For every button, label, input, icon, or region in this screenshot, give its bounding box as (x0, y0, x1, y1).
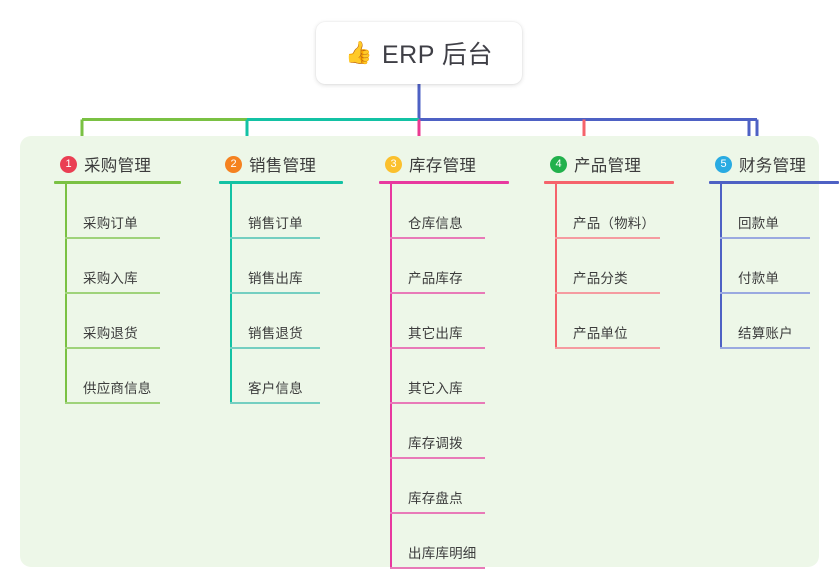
branch-item-label: 销售出库 (248, 271, 303, 286)
branch-header-3[interactable]: 3 库存管理 (367, 144, 509, 184)
branch-number-badge: 5 (715, 155, 732, 173)
branch-title: 财务管理 (739, 157, 807, 175)
branch-item-label: 回款单 (738, 216, 780, 231)
thumbs-up-icon: 👍 (345, 40, 373, 65)
branch-item[interactable]: 销售退货 (230, 294, 320, 349)
branch-item-underline (555, 347, 660, 349)
branch-spine (720, 184, 722, 349)
branch-item[interactable]: 产品库存 (390, 239, 485, 294)
branch-header-underline (544, 181, 674, 184)
branch-item-label: 产品库存 (408, 271, 463, 286)
branch-spine (390, 184, 392, 569)
branch-header-underline (219, 181, 343, 184)
branch-item-underline (555, 292, 660, 294)
branch-number-badge: 4 (550, 155, 567, 173)
branch-title: 销售管理 (249, 157, 317, 175)
branch-item-label: 采购退货 (83, 326, 138, 341)
branch-item[interactable]: 销售出库 (230, 239, 320, 294)
branch-item-label: 仓库信息 (408, 216, 463, 231)
branch-item-label: 供应商信息 (83, 381, 152, 396)
branch-title: 库存管理 (409, 157, 477, 175)
branch-item-underline (555, 237, 660, 239)
branch-item[interactable]: 结算账户 (720, 294, 810, 349)
branch-spine (555, 184, 557, 349)
branch-item-underline (65, 237, 160, 239)
branch-item[interactable]: 采购订单 (65, 184, 160, 239)
branch-item-underline (390, 347, 485, 349)
branch-header-underline (54, 181, 181, 184)
branch-item-underline (230, 292, 320, 294)
branch-item-underline (65, 402, 160, 404)
branch-item-label: 出库库明细 (408, 546, 477, 561)
branch-item[interactable]: 付款单 (720, 239, 810, 294)
branch-title: 产品管理 (574, 157, 642, 175)
branch-item-underline (390, 567, 485, 569)
branch-item-label: 库存盘点 (408, 491, 463, 506)
branch-item[interactable]: 库存盘点 (390, 459, 485, 514)
branch-item[interactable]: 回款单 (720, 184, 810, 239)
branch-item[interactable]: 库存调拨 (390, 404, 485, 459)
branch-item[interactable]: 采购入库 (65, 239, 160, 294)
branch-header-1[interactable]: 1 采购管理 (42, 144, 181, 184)
branch-item-label: 采购入库 (83, 271, 138, 286)
branch-item[interactable]: 销售订单 (230, 184, 320, 239)
branch-item-label: 销售退货 (248, 326, 303, 341)
branch-item-underline (720, 347, 810, 349)
branch-item-underline (65, 292, 160, 294)
branch-header-underline (379, 181, 509, 184)
branch-item[interactable]: 产品（物料） (555, 184, 660, 239)
branch-header-5[interactable]: 5 财务管理 (697, 144, 839, 184)
branch-item[interactable]: 产品分类 (555, 239, 660, 294)
branch-item-underline (390, 512, 485, 514)
root-title: 👍 ERP 后台 (345, 35, 493, 71)
branch-item[interactable]: 采购退货 (65, 294, 160, 349)
branch-item-label: 结算账户 (738, 326, 793, 341)
branch-item[interactable]: 供应商信息 (65, 349, 160, 404)
mindmap-panel: 1 采购管理采购订单采购入库采购退货供应商信息 2 销售管理销售订单销售出库销售退货客… (20, 136, 839, 569)
branch-item-label: 客户信息 (248, 381, 303, 396)
branch-title: 采购管理 (84, 157, 152, 175)
root-node-card[interactable]: 👍 ERP 后台 (316, 22, 522, 84)
branch-item-underline (390, 292, 485, 294)
branch-number-badge: 1 (60, 155, 77, 173)
branch-item-underline (65, 347, 160, 349)
branch-item-label: 产品分类 (573, 271, 628, 286)
branch-item-underline (230, 402, 320, 404)
branch-item-underline (230, 237, 320, 239)
branch-item-underline (230, 347, 320, 349)
branch-item[interactable]: 其它入库 (390, 349, 485, 404)
branch-header-underline (709, 181, 839, 184)
root-title-text: ERP 后台 (382, 41, 493, 69)
branch-item[interactable]: 仓库信息 (390, 184, 485, 239)
branch-item[interactable]: 客户信息 (230, 349, 320, 404)
branch-item-label: 销售订单 (248, 216, 303, 231)
branch-item[interactable]: 出库库明细 (390, 514, 485, 569)
branch-number-badge: 2 (225, 155, 242, 173)
branch-header-4[interactable]: 4 产品管理 (532, 144, 674, 184)
branch-item-label: 产品（物料） (573, 216, 656, 231)
branch-item-underline (390, 237, 485, 239)
branch-item-underline (390, 402, 485, 404)
branch-spine (65, 184, 67, 404)
branch-item-label: 产品单位 (573, 326, 628, 341)
branch-number-badge: 3 (385, 155, 402, 173)
branch-item-label: 其它出库 (408, 326, 463, 341)
branch-header-2[interactable]: 2 销售管理 (207, 144, 343, 184)
branch-item-underline (720, 292, 810, 294)
branch-item[interactable]: 其它出库 (390, 294, 485, 349)
branch-item-label: 采购订单 (83, 216, 138, 231)
branch-spine (230, 184, 232, 404)
branch-item-underline (390, 457, 485, 459)
branch-item-label: 付款单 (738, 271, 780, 286)
branch-item-underline (720, 237, 810, 239)
branch-item-label: 其它入库 (408, 381, 463, 396)
branch-item-label: 库存调拨 (408, 436, 463, 451)
branch-item[interactable]: 产品单位 (555, 294, 660, 349)
